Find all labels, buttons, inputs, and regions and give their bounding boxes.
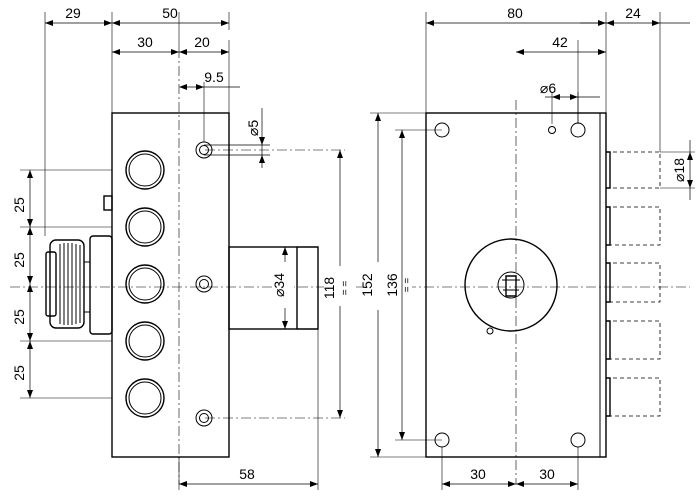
- bolt-head-inner: [128, 324, 162, 358]
- knob-base: [89, 235, 113, 335]
- dim-34-bg: [274, 262, 294, 308]
- dim-20: 20: [194, 34, 210, 50]
- dim-25-4: 25: [11, 365, 27, 381]
- bolt-outline: [606, 320, 661, 360]
- bolt-outline: [606, 377, 661, 417]
- bolt-head: [125, 321, 165, 361]
- knob-latch: [103, 195, 113, 211]
- side-view: 29 50 30 20 9.5 ⌀5 25 25 25 25 ⌀34: [10, 5, 690, 490]
- dim-25-2: 25: [11, 252, 27, 268]
- dim-152: 152: [359, 273, 375, 297]
- dim-24: 24: [625, 5, 641, 21]
- dim-80: 80: [507, 5, 523, 21]
- dim-arrows: [259, 137, 265, 163]
- fixing-holes-side: [195, 141, 213, 427]
- dim-d18: ⌀18: [671, 158, 687, 182]
- keyway: [505, 275, 517, 297]
- dim-arrows: [179, 84, 204, 90]
- dim-arrows: [552, 94, 578, 100]
- bolt-head: [125, 264, 165, 304]
- cylinder-rosette: [464, 238, 558, 332]
- dim-25-1: 25: [11, 197, 27, 213]
- bolt-head-inner: [128, 153, 162, 187]
- keyway-wards: [502, 279, 520, 291]
- bolt-head-inner: [128, 210, 162, 244]
- dim-42: 42: [552, 34, 568, 50]
- corner-hole: [570, 122, 586, 138]
- dim-118: 118: [321, 277, 337, 300]
- front-view: 80 24 42 ⌀6 ⌀18 152 136 = = 30: [359, 5, 695, 490]
- bolt-head: [125, 150, 165, 190]
- bolt-head-inner: [128, 267, 162, 301]
- fixing-hole-inner: [199, 145, 209, 155]
- bolt-heads: [125, 150, 165, 418]
- knob-cap: [45, 251, 57, 317]
- dim-30-right: 30: [539, 466, 555, 482]
- fixing-hole: [195, 275, 213, 293]
- cylinder-end: [297, 246, 319, 330]
- dim-50: 50: [162, 5, 178, 21]
- dim-9-5: 9.5: [204, 69, 224, 85]
- fixing-hole: [195, 409, 213, 427]
- dim-d5: ⌀5: [245, 120, 261, 136]
- knob-knurling: [59, 243, 81, 325]
- bolt-head-inner: [128, 381, 162, 415]
- dim-136-equal: = =: [402, 278, 413, 293]
- bolt-outline: [606, 206, 661, 246]
- dim-136: 136: [384, 273, 400, 297]
- bolt-head: [125, 378, 165, 418]
- cylinder-front: [464, 238, 558, 335]
- dim-118-equal: = =: [340, 281, 351, 296]
- dim-152-bg: [364, 262, 412, 310]
- projecting-bolts: [606, 151, 661, 417]
- cylinder-plug: [497, 271, 525, 299]
- dim-58: 58: [239, 466, 255, 482]
- fixing-hole-inner: [199, 413, 209, 423]
- dim-arrows: [687, 152, 693, 188]
- dim-d34: ⌀34: [271, 273, 287, 297]
- dim-25-3: 25: [11, 309, 27, 325]
- dim-118-bg: [324, 266, 356, 306]
- thumb-knob: [45, 195, 113, 335]
- knob-neck: [84, 261, 90, 313]
- dim-d6: ⌀6: [540, 80, 556, 96]
- pin-hole: [548, 126, 556, 134]
- dim-29: 29: [65, 5, 81, 21]
- cylinder-screw: [486, 327, 494, 335]
- dim-30: 30: [137, 34, 153, 50]
- corner-hole: [570, 432, 586, 448]
- dim-arrows: [442, 481, 578, 487]
- bolt-outline: [606, 151, 661, 189]
- knob-grip: [49, 239, 85, 329]
- dim-arrows: [45, 20, 112, 26]
- fixing-hole-inner: [199, 279, 209, 289]
- cylinder-housing: [228, 246, 298, 330]
- dim-30-left: 30: [470, 466, 486, 482]
- bolt-head: [125, 207, 165, 247]
- bolt-face: [606, 151, 611, 417]
- bolt-outline: [606, 262, 661, 303]
- dim-arrows: [27, 170, 33, 398]
- fixing-holes-front: [434, 122, 586, 448]
